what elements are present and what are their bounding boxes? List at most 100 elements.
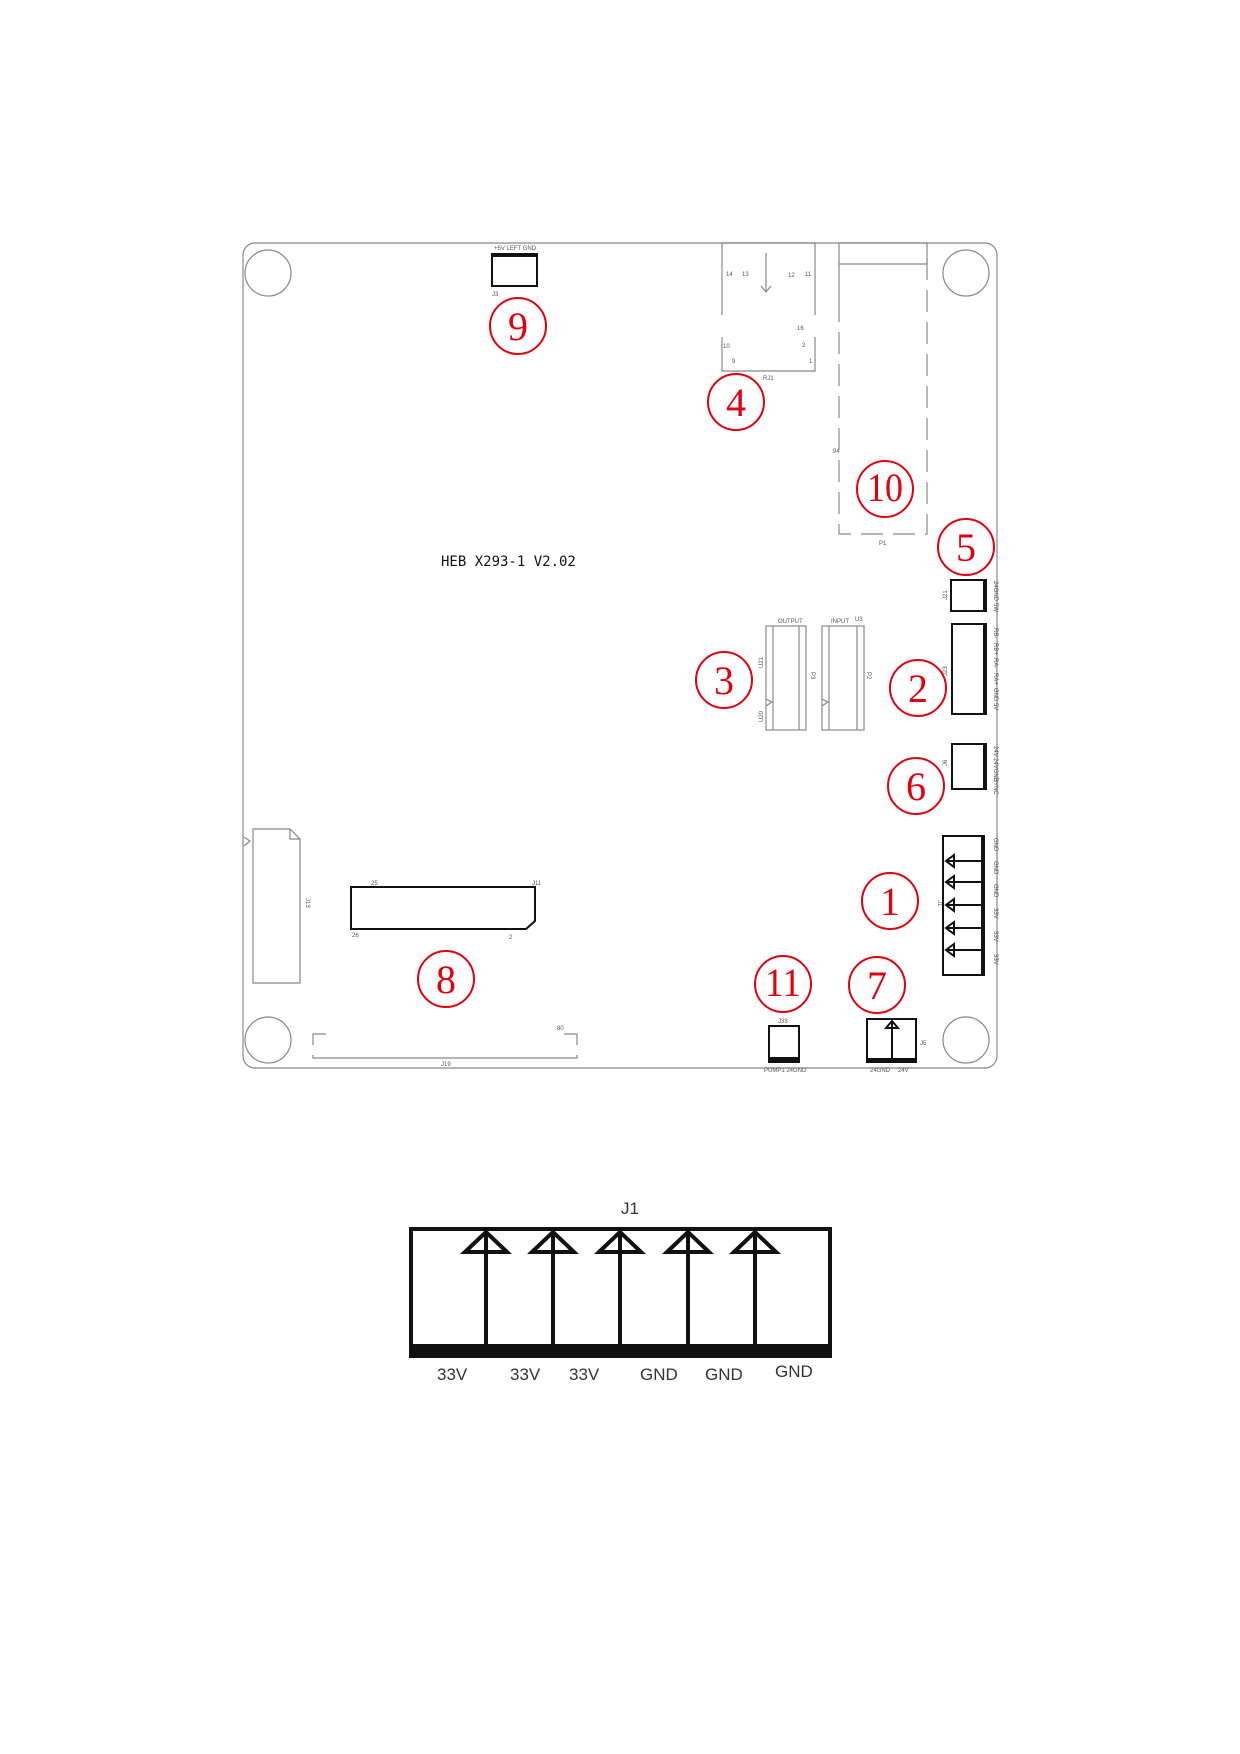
j1-ref: J1 [936, 900, 942, 907]
pin-label: 24GND [992, 581, 998, 602]
j3-ref: J3 [492, 292, 499, 298]
callout-circle [489, 297, 547, 355]
pin-label: RA- [992, 658, 998, 668]
pin-label: GND [992, 688, 998, 702]
pin-label: SYNC [992, 778, 998, 795]
callout-circle [889, 659, 947, 717]
pin-label: 24GND [870, 1068, 891, 1074]
pin-label: GND [992, 884, 998, 898]
callout-3: 3 [695, 651, 753, 709]
callout-7: 7 [848, 956, 906, 1014]
pin-label: 12 [788, 273, 795, 279]
pin-arrow [944, 920, 983, 936]
connector-j19: 80 J19 [312, 1026, 578, 1068]
p1-ref: P1 [879, 541, 887, 547]
mounting-hole [942, 249, 990, 297]
callout-circle [848, 956, 906, 1014]
detail-pin-label: GND [705, 1365, 743, 1384]
callout-circle [707, 373, 765, 431]
callout-4: 4 [707, 373, 765, 431]
pin-arrow [729, 1229, 781, 1350]
detail-pin-label: 33V [510, 1365, 541, 1384]
j19-pin-label: 80 [557, 1026, 564, 1032]
connector-rj1: 14 13 12 11 16 10 2 9 1 RJ1 [721, 242, 816, 382]
pin-label: GND [992, 838, 998, 852]
pin-label: GND [992, 861, 998, 875]
connector-j33: J33 PUMP1 24GND [764, 1019, 807, 1074]
connector-p2: INPUT U3 P2 [821, 617, 871, 731]
callout-number: 7 [867, 963, 887, 1008]
callout-11: 11 [754, 955, 812, 1013]
board-title: HEB X293-1 V2.02 [441, 554, 576, 570]
u3-ref: U3 [855, 617, 863, 623]
pin-arrow [662, 1229, 714, 1350]
callout-circle [887, 757, 945, 815]
pin-label: 9 [732, 359, 736, 365]
j21-ref: J21 [943, 590, 949, 600]
pin-label: RA+ [992, 673, 998, 685]
callout-number: 4 [726, 380, 746, 425]
callout-number: 11 [765, 960, 801, 1005]
connector-j6: 24V 24VGND SYNC J6 [943, 743, 998, 795]
detail-ref: J1 [621, 1199, 639, 1218]
callout-10: 10 [856, 460, 914, 518]
callout-1: 1 [861, 872, 919, 930]
connector-j13: J13 [243, 828, 310, 984]
pin-label: 25 [371, 881, 378, 887]
callout-number: 10 [867, 465, 903, 510]
j3-pin-labels: +5V LEFT GND [494, 246, 537, 252]
callout-number: 9 [508, 304, 528, 349]
connector-j23: RB- RB+ RA- RA+ GND 5V J23 [943, 623, 998, 715]
callout-6: 6 [887, 757, 945, 815]
j6-ref: J6 [943, 759, 949, 766]
j11-ref: J11 [532, 881, 542, 887]
pin-label: 11 [805, 272, 812, 278]
pin-arrow [527, 1229, 579, 1350]
j33-ref: J33 [778, 1019, 788, 1025]
pin-label: 13 [742, 272, 749, 278]
pin-arrow [944, 853, 983, 869]
detail-pin-label: GND [775, 1362, 813, 1381]
pin-label: 5W [992, 603, 998, 612]
detail-pin-label: 33V [437, 1365, 468, 1384]
pin-label: RB+ [992, 643, 998, 655]
pin-arrow [944, 874, 983, 890]
pin-label: 10 [723, 344, 730, 350]
callout-markers: 1 2 3 4 5 6 7 8 9 10 11 [417, 297, 995, 1014]
board-outline [242, 242, 998, 1069]
mounting-hole [942, 1016, 990, 1064]
rj1-ref: RJ1 [763, 376, 774, 382]
connector-j1: GND GND GND 33V 33V 33V J1 [936, 835, 998, 976]
pin-arrow [594, 1229, 646, 1350]
connector-p3: OUTPUT P3 U21 U20 [759, 619, 815, 731]
j23-ref: J23 [943, 666, 949, 676]
pin-label: 24VGND [992, 758, 998, 783]
pin-label: 14 [726, 272, 733, 278]
pin-arrow [944, 942, 983, 958]
detail-pin-label: GND [640, 1365, 678, 1384]
connector-j5: J5 24GND 24V [866, 1018, 927, 1074]
pin-label: 33V [992, 908, 998, 919]
u21-ref: U21 [759, 656, 765, 668]
pin-label: 16 [797, 326, 804, 332]
pin-arrow [460, 1229, 512, 1350]
j1-detail-diagram: J1 33V 33V 33V GND GND GND [409, 1199, 832, 1384]
j5-ref: J5 [920, 1041, 927, 1047]
j33-pin-labels: PUMP1 24GND [764, 1068, 807, 1074]
pin-label: 5V [992, 703, 998, 710]
connector-p1: 94 P1 [833, 242, 928, 547]
callout-circle [937, 518, 995, 576]
j13-ref: J13 [304, 898, 310, 908]
pin-label: RB- [992, 628, 998, 638]
pin-label: 24V [992, 746, 998, 757]
mounting-hole [244, 249, 292, 297]
pin-label: 2 [802, 343, 806, 349]
callout-circle [861, 872, 919, 930]
callout-circle [856, 460, 914, 518]
p2-label: INPUT [831, 619, 849, 625]
pin-arrow [944, 897, 983, 913]
callout-number: 5 [956, 525, 976, 570]
callout-number: 8 [436, 957, 456, 1002]
